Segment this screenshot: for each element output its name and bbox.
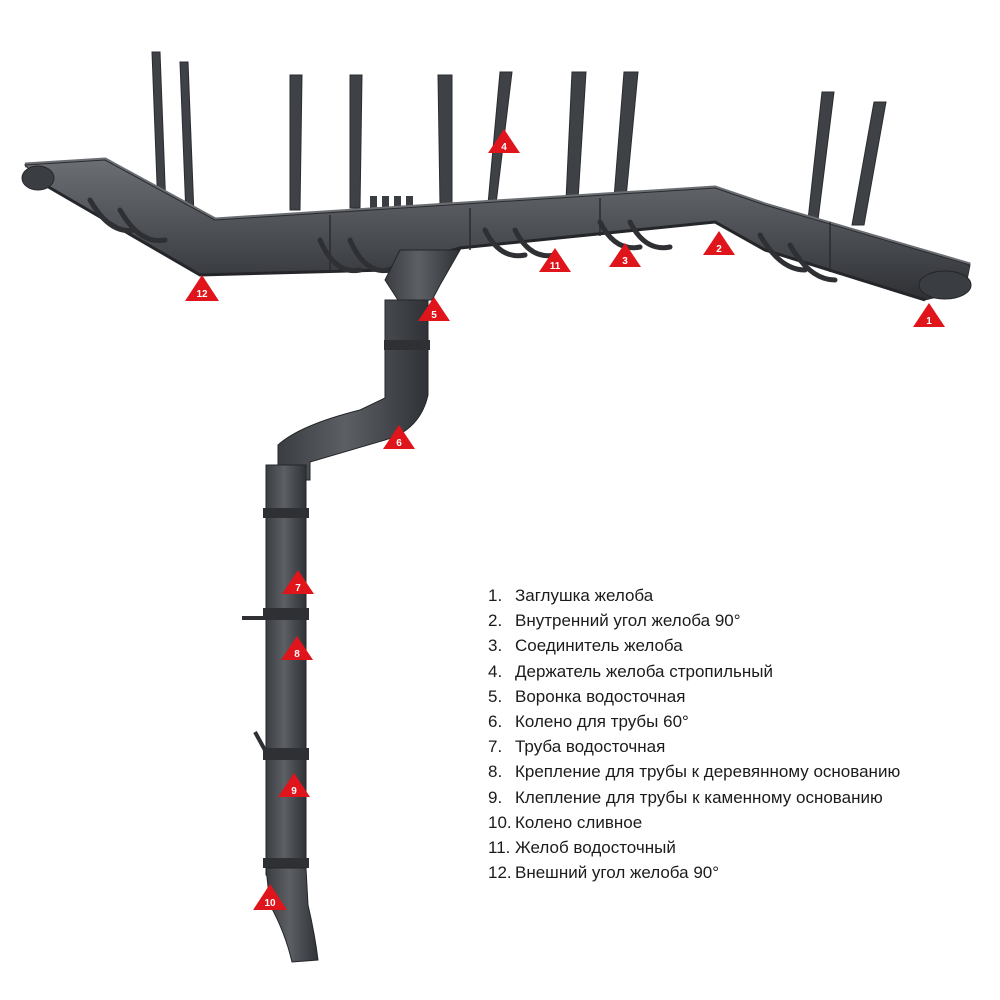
legend-item-number: 11.	[488, 838, 511, 858]
legend-item-number: 10.	[488, 812, 512, 832]
marker-12: 12	[185, 275, 219, 301]
svg-text:9: 9	[291, 786, 297, 797]
legend-item-number: 12.	[488, 863, 512, 883]
marker-5: 5	[418, 297, 450, 321]
legend-item-text: Соединитель желоба	[515, 636, 683, 656]
legend-item: 10.Колено сливное	[488, 810, 900, 835]
svg-text:1: 1	[926, 316, 932, 327]
svg-text:5: 5	[431, 310, 437, 321]
marker-2: 2	[703, 231, 735, 255]
marker-9: 9	[278, 773, 310, 797]
svg-text:4: 4	[501, 142, 507, 153]
legend-item-text: Крепление для трубы к деревянному основа…	[515, 762, 901, 782]
legend-item-number: 3.	[488, 636, 503, 656]
markers: 1 2 3 4 5 6 7 8	[185, 129, 945, 910]
legend-item-number: 6.	[488, 712, 503, 732]
legend-item-number: 2.	[488, 611, 503, 631]
marker-7: 7	[282, 570, 314, 594]
svg-text:7: 7	[295, 583, 301, 594]
marker-10: 10	[253, 884, 287, 910]
legend-item-text: Воронка водосточная	[515, 686, 686, 706]
parts-legend: 1. Заглушка желоба 2. Внутренний угол жело…	[488, 583, 900, 885]
legend-item: 4. Держатель желоба стропильный	[488, 659, 900, 684]
svg-text:6: 6	[396, 438, 402, 449]
gutter-brackets	[87, 197, 838, 283]
svg-text:8: 8	[294, 649, 300, 660]
legend-item: 8. Крепление для трубы к деревянному осно…	[488, 759, 900, 784]
marker-3: 3	[609, 243, 641, 267]
legend-item-text: Колено сливное	[515, 812, 643, 832]
svg-text:12: 12	[196, 289, 208, 300]
legend-item: 3. Соединитель желоба	[488, 633, 900, 658]
legend-item: 9. Клепление для трубы к каменному основа…	[488, 785, 900, 810]
svg-text:2: 2	[716, 244, 722, 255]
legend-item: 12.Внешний угол желоба 90°	[488, 860, 900, 885]
legend-item-text: Внутренний угол желоба 90°	[515, 611, 741, 631]
legend-item-text: Клепление для трубы к каменному основани…	[515, 787, 883, 807]
svg-text:11: 11	[550, 261, 561, 272]
marker-11: 11	[539, 248, 571, 272]
rafter-holders	[151, 51, 887, 226]
svg-text:3: 3	[622, 256, 628, 267]
legend-item-text: Желоб водосточный	[515, 838, 676, 858]
downpipe	[242, 249, 461, 963]
legend-item-number: 8.	[488, 762, 503, 782]
marker-8: 8	[281, 636, 313, 660]
legend-item: 11.Желоб водосточный	[488, 835, 900, 860]
gutter	[21, 157, 972, 302]
gutter-tabs	[370, 196, 413, 212]
legend-item: 2. Внутренний угол желоба 90°	[488, 608, 900, 633]
legend-item-text: Труба водосточная	[515, 737, 666, 757]
legend-item-number: 4.	[488, 661, 503, 681]
legend-item: 1. Заглушка желоба	[488, 583, 900, 608]
marker-6: 6	[383, 425, 415, 449]
legend-item-text: Внешний угол желоба 90°	[515, 863, 720, 883]
legend-item: 7. Труба водосточная	[488, 734, 900, 759]
legend-item: 6. Колено для трубы 60°	[488, 709, 900, 734]
legend-item-number: 9.	[488, 787, 503, 807]
legend-item: 5. Воронка водосточная	[488, 684, 900, 709]
marker-1: 1	[913, 303, 945, 327]
legend-item-number: 1.	[488, 586, 503, 605]
legend-item-text: Держатель желоба стропильный	[515, 661, 773, 681]
legend-item-number: 7.	[488, 737, 503, 757]
legend-item-number: 5.	[488, 686, 503, 706]
legend-item-text: Заглушка желоба	[515, 586, 654, 605]
svg-text:10: 10	[264, 898, 276, 909]
marker-4: 4	[488, 129, 520, 153]
legend-item-text: Колено для трубы 60°	[515, 712, 689, 732]
